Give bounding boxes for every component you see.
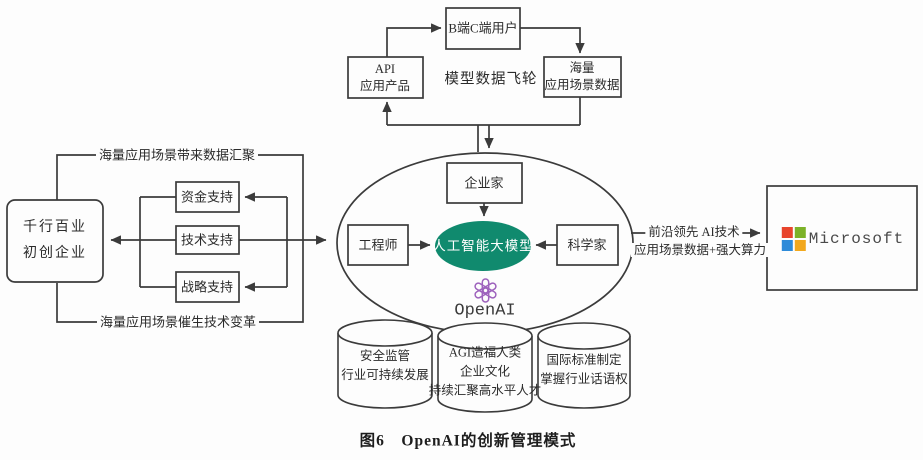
ai-model-label: 人工智能大模型 bbox=[432, 238, 534, 254]
engineer-box bbox=[347, 224, 409, 266]
openai-wordmark: OpenAI bbox=[454, 301, 516, 321]
entrepreneur-label: 企业家 bbox=[464, 175, 504, 191]
to-microsoft-label: 前沿领先 AI技术 bbox=[645, 225, 743, 239]
flywheel-label: 模型数据飞轮 bbox=[444, 71, 538, 88]
cylinder-1-label: 安全监管 行业可持续发展 bbox=[341, 349, 429, 382]
funding-support-label: 资金支持 bbox=[180, 189, 234, 205]
cylinder-3-body bbox=[537, 336, 631, 409]
funding-support-box bbox=[175, 181, 240, 213]
scientist-box bbox=[556, 224, 619, 266]
arrow-api-to-users bbox=[386, 23, 442, 57]
microsoft-wordmark: Microsoft bbox=[808, 230, 905, 248]
cylinder-2-body bbox=[437, 336, 533, 413]
users-box bbox=[445, 7, 521, 50]
loop-top-label: 海量应用场景带来数据汇聚 bbox=[95, 146, 259, 164]
microsoft-box bbox=[766, 185, 918, 291]
ms-square-yellow bbox=[794, 240, 806, 251]
ms-square-red bbox=[781, 227, 793, 238]
ai-model-ellipse bbox=[435, 221, 531, 271]
figure-caption: 图6 OpenAI的创新管理模式 bbox=[359, 432, 577, 450]
loop-bottom-label: 海量应用场景催生技术变革 bbox=[96, 313, 260, 331]
api-box-label: API 应用产品 bbox=[359, 62, 411, 93]
from-microsoft-label: 应用场景数据+强大算力 bbox=[630, 243, 770, 257]
arrow-users-to-data bbox=[520, 27, 585, 54]
strategy-support-box bbox=[175, 271, 240, 303]
strategy-support-label: 战略支持 bbox=[180, 279, 234, 295]
massive-data-box bbox=[543, 56, 622, 98]
cylinder-1-top bbox=[337, 319, 433, 347]
engineer-label: 工程师 bbox=[358, 237, 398, 253]
ms-square-green bbox=[794, 227, 806, 238]
users-box-label: B端C端用户 bbox=[448, 20, 518, 36]
feedback-loop-path bbox=[56, 154, 304, 323]
microsoft-logo-lockup: Microsoft bbox=[781, 227, 905, 251]
massive-data-label: 海量 应用场景数据 bbox=[544, 61, 620, 92]
cylinder-2-label: AGI造福人类 企业文化 持续汇聚高水平人才 bbox=[428, 345, 542, 398]
api-products-box bbox=[347, 56, 424, 99]
tech-support-label: 技术支持 bbox=[180, 232, 234, 248]
cylinder-3-top bbox=[537, 322, 631, 350]
cylinder-2-top bbox=[437, 322, 533, 350]
microsoft-logo-icon bbox=[781, 227, 806, 251]
startups-label: 千行百业 初创企业 bbox=[23, 220, 87, 261]
startups-box bbox=[6, 199, 104, 283]
scientist-label: 科学家 bbox=[567, 237, 607, 253]
cylinder-1-body bbox=[337, 333, 433, 409]
openai-logo-icon bbox=[474, 278, 497, 303]
cylinder-3-label: 国际标准制定 掌握行业话语权 bbox=[540, 353, 628, 386]
ms-square-blue bbox=[781, 240, 793, 251]
tech-support-box bbox=[175, 225, 240, 255]
